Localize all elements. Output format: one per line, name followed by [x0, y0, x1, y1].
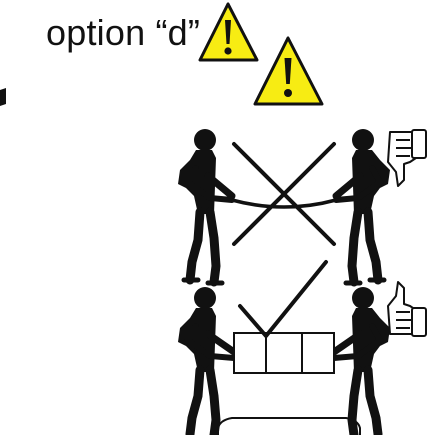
warning-icon-large	[255, 38, 322, 104]
incorrect-lift-panel	[178, 129, 426, 283]
worker-left-top	[178, 129, 232, 283]
carried-box	[234, 333, 334, 373]
thumbs-up-icon	[388, 282, 426, 336]
worker-right-top	[336, 129, 390, 283]
thumbs-down-icon	[388, 130, 426, 186]
warning-icon-small	[200, 4, 257, 60]
worker-right-bottom	[334, 287, 390, 435]
cross-icon	[234, 144, 334, 244]
worker-left-bottom	[178, 287, 234, 435]
check-mark-icon	[240, 262, 326, 336]
correct-lift-panel	[178, 262, 426, 435]
edge-fragment	[0, 88, 6, 106]
base-outline	[218, 418, 360, 435]
